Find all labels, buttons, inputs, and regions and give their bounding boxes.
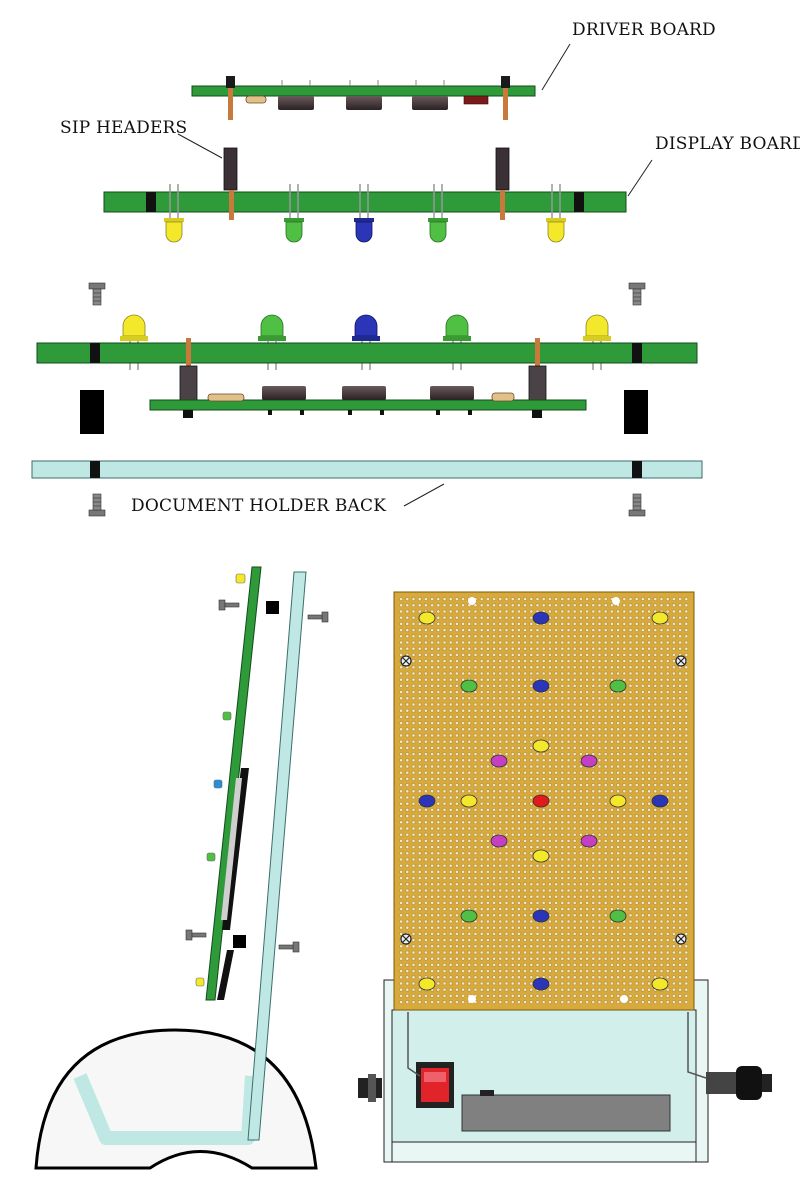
screw-icon <box>675 655 687 667</box>
angled-side-view <box>34 566 329 1170</box>
led-yellow-icon <box>609 794 627 808</box>
screw-icon <box>675 933 687 945</box>
led-magenta-icon <box>580 834 598 848</box>
led-yellow-icon <box>418 977 436 991</box>
screw-icon <box>88 282 106 306</box>
led-red-icon <box>532 794 550 808</box>
label-display-board: DISPLAY BOARD <box>655 134 800 154</box>
display-board <box>103 190 627 220</box>
led-magenta-icon <box>580 754 598 768</box>
led-blue-icon <box>532 679 550 693</box>
led-green-icon <box>609 679 627 693</box>
label-sip-headers: SIP HEADERS <box>60 118 188 138</box>
label-driver-board: DRIVER BOARD <box>572 20 716 40</box>
screw-icon <box>88 493 106 517</box>
led-blue-icon <box>532 909 550 923</box>
led-yellow-icon <box>532 849 550 863</box>
led-yellow-icon <box>418 611 436 625</box>
led-blue-icon <box>651 794 669 808</box>
driver-board <box>191 76 536 120</box>
screw-icon <box>400 933 412 945</box>
screw-icon <box>628 282 646 306</box>
base-dome <box>34 1028 318 1170</box>
led-blue-icon <box>532 977 550 991</box>
display-leds-row1 <box>164 184 566 243</box>
led-green-icon <box>284 184 304 243</box>
led-yellow-icon <box>164 184 184 243</box>
led-green-icon <box>428 184 448 243</box>
led-blue-icon <box>418 794 436 808</box>
sip-header-right <box>495 147 510 191</box>
sip-header-left <box>223 147 238 191</box>
led-magenta-icon <box>490 754 508 768</box>
led-green-icon <box>609 909 627 923</box>
front-view <box>358 591 772 1163</box>
led-yellow-icon <box>651 611 669 625</box>
power-jack-icon <box>358 1074 382 1102</box>
led-yellow-icon <box>460 794 478 808</box>
assembled-side-view <box>31 282 703 517</box>
led-green-icon <box>460 909 478 923</box>
exploded-side-view <box>103 43 653 243</box>
screw-icon <box>628 493 646 517</box>
led-blue-icon <box>354 184 374 243</box>
led-blue-icon <box>532 611 550 625</box>
driver-board-assembled <box>149 399 587 411</box>
led-yellow-icon <box>546 184 566 243</box>
led-magenta-icon <box>490 834 508 848</box>
screw-icon <box>400 655 412 667</box>
led-yellow-icon <box>532 739 550 753</box>
dc-plug-icon <box>706 1066 772 1100</box>
front-led-array <box>418 611 669 991</box>
led-green-icon <box>460 679 478 693</box>
display-board-assembled <box>36 342 698 364</box>
document-holder-back <box>31 460 703 479</box>
label-document-holder-back: DOCUMENT HOLDER BACK <box>131 496 387 516</box>
led-yellow-icon <box>651 977 669 991</box>
